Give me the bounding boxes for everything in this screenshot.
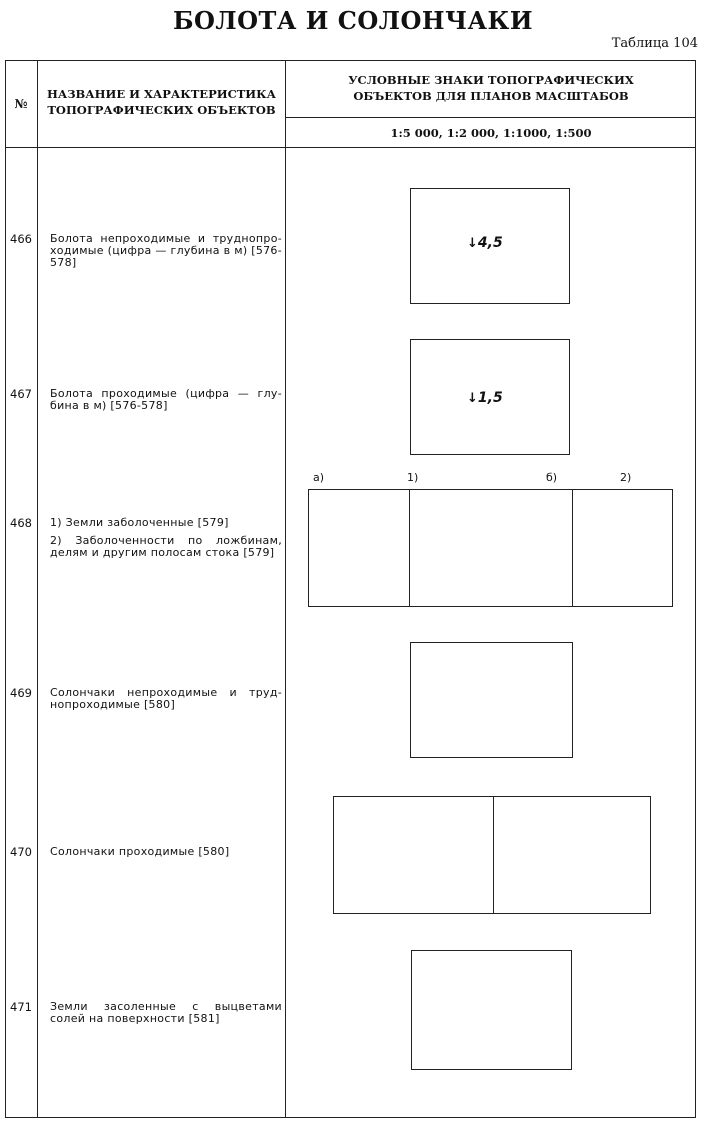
col-divider-symbols [285,60,286,1118]
page-title: БОЛОТА И СОЛОНЧАКИ [172,6,534,35]
label-2: 2) [620,471,632,484]
row-desc-471: Земли засоленные с выцветами солей на по… [50,1000,282,1025]
row-desc-469: Солончаки непроходимые и труд-нопроходим… [50,686,282,711]
header-symbols-line1: УСЛОВНЫЕ ЗНАКИ ТОПОГРАФИЧЕСКИХ [348,73,634,87]
depth-label-466: ↓4,5 [467,235,503,251]
header-bottom-divider [5,147,696,148]
header-symbols-line2: ОБЪЕКТОВ ДЛЯ ПЛАНОВ МАСШТАБОВ [353,89,629,103]
symbol-salt-marsh-impassable [410,642,573,758]
header-name-line1: НАЗВАНИЕ И ХАРАКТЕРИСТИКА [47,87,276,101]
row-desc-466: Болота непроходимые и труднопро-ходимые … [50,232,282,269]
symbol-salt-marsh-passable [333,796,651,914]
header-symbols: УСЛОВНЫЕ ЗНАКИ ТОПОГРАФИЧЕСКИХ ОБЪЕКТОВ … [286,72,696,104]
header-scales: 1:5 000, 1:2 000, 1:1000, 1:500 [390,126,592,140]
symbol-salt-marsh-divider [493,797,494,913]
label-b: б) [546,471,558,484]
table-label: Таблица 104 [611,36,698,51]
row-num-470: 470 [10,845,32,859]
row-num-471: 471 [10,1000,32,1014]
row-desc-467: Болота проходимые (цифра — глу-бина в м)… [50,387,282,412]
header-name-line2: ТОПОГРАФИЧЕСКИХ ОБЪЕКТОВ [47,103,276,117]
depth-label-467: ↓1,5 [467,390,503,406]
row-desc-468: 1) Земли заболоченные [579] 2) Заболочен… [50,517,282,565]
row-num-468: 468 [10,516,32,530]
symbol-wetlands-divider-1 [409,490,410,606]
row-num-466: 466 [10,232,32,246]
symbol-bog-passable: ↓1,5 [410,339,570,455]
symbol-saline-soils [411,950,572,1070]
header-num: № [14,97,28,111]
symbol-wetlands-divider-2 [572,490,573,606]
row-desc-470: Солончаки проходимые [580] [50,845,230,858]
row-desc-468-item2: 2) Заболоченности по ложбинам, делям и д… [50,534,282,559]
header-sub-divider [285,117,696,118]
label-a: а) [313,471,325,484]
symbol-wetlands [308,489,673,607]
label-1: 1) [407,471,419,484]
header-name: НАЗВАНИЕ И ХАРАКТЕРИСТИКА ТОПОГРАФИЧЕСКИ… [38,86,285,118]
row-num-467: 467 [10,387,32,401]
row-desc-468-item1: 1) Земли заболоченные [579] [50,516,229,529]
symbol-bog-impassable: ↓4,5 [410,188,570,304]
col-divider-num [37,60,38,1118]
row-num-469: 469 [10,686,32,700]
table-frame [5,60,696,1118]
